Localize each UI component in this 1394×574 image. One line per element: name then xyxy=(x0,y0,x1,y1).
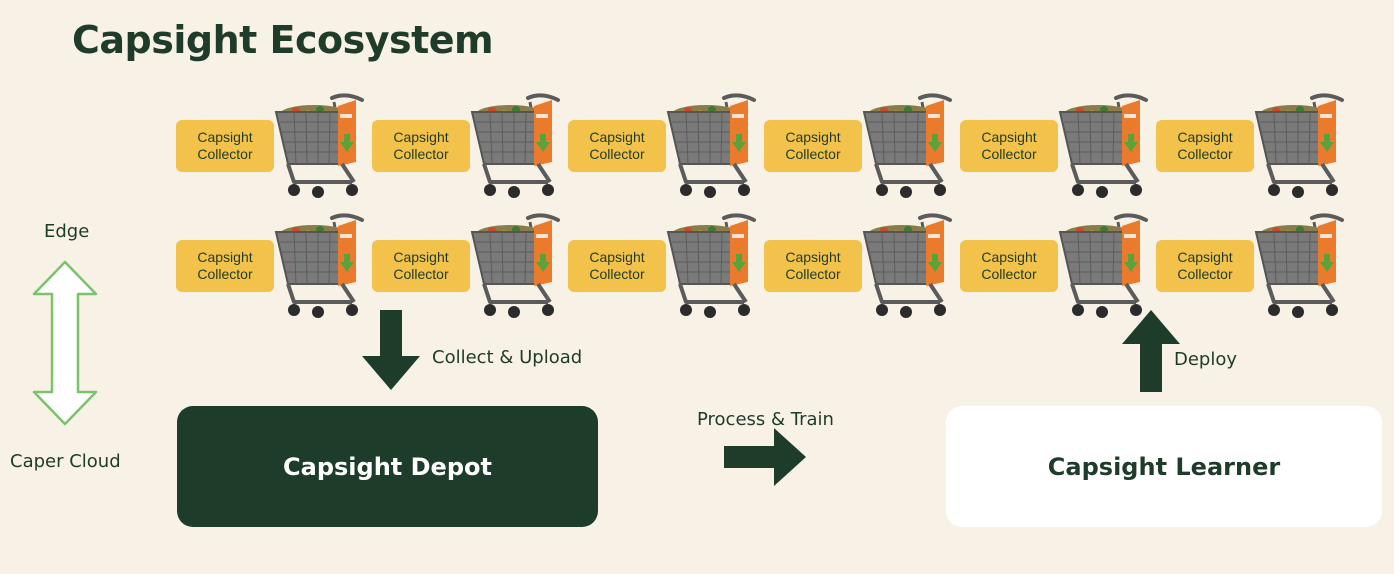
shopping-cart-icon xyxy=(860,92,956,202)
deploy-label: Deploy xyxy=(1174,349,1238,370)
collector-label-line: Capsight xyxy=(785,249,841,265)
shopping-cart-icon xyxy=(664,212,760,322)
arrow-up-icon xyxy=(1122,310,1180,392)
collector-label-line: Collector xyxy=(785,146,841,162)
collector-label-line: Collector xyxy=(981,146,1037,162)
collector-label-line: Capsight xyxy=(589,249,645,265)
collector-label-line: Collector xyxy=(589,146,645,162)
process-train-label: Process & Train xyxy=(697,409,834,430)
collector-label-line: Capsight xyxy=(589,129,645,145)
collector-label-line: Capsight xyxy=(393,129,449,145)
collector-label-line: Capsight xyxy=(393,249,449,265)
shopping-cart-icon xyxy=(1056,212,1152,322)
collector-label-line: Collector xyxy=(1177,266,1233,282)
edge-label: Edge xyxy=(44,221,90,242)
shopping-cart-icon xyxy=(860,212,956,322)
collect-upload-label: Collect & Upload xyxy=(432,347,583,368)
collector-label-line: Capsight xyxy=(1177,249,1233,265)
capsight-depot-label: Capsight Depot xyxy=(283,452,492,481)
collector-label-line: Collector xyxy=(393,266,449,282)
collector-label-line: Collector xyxy=(197,266,253,282)
collector-label-line: Collector xyxy=(589,266,645,282)
collector-label-line: Collector xyxy=(1177,146,1233,162)
shopping-cart-icon xyxy=(468,92,564,202)
collector-label-line: Collector xyxy=(197,146,253,162)
shopping-cart-icon xyxy=(1056,92,1152,202)
capsight-depot-box: Capsight Depot xyxy=(177,406,598,527)
page-title: Capsight Ecosystem xyxy=(72,18,494,62)
collector-label-line: Collector xyxy=(981,266,1037,282)
shopping-cart-icon xyxy=(468,212,564,322)
shopping-cart-icon xyxy=(272,92,368,202)
capsight-learner-box: Capsight Learner xyxy=(946,406,1382,527)
arrow-right-icon xyxy=(724,428,806,486)
collector-label-line: Collector xyxy=(393,146,449,162)
shopping-cart-icon xyxy=(664,92,760,202)
collector-label-line: Capsight xyxy=(981,249,1037,265)
shopping-cart-icon xyxy=(1252,212,1348,322)
collector-label-line: Collector xyxy=(785,266,841,282)
collector-label-line: Capsight xyxy=(785,129,841,145)
capsight-learner-label: Capsight Learner xyxy=(1047,452,1281,481)
caper-cloud-label: Caper Cloud xyxy=(10,451,121,472)
arrow-down-icon xyxy=(362,310,420,390)
collector-label-line: Capsight xyxy=(197,129,253,145)
shopping-cart-icon xyxy=(1252,92,1348,202)
collector-label-line: Capsight xyxy=(197,249,253,265)
collector-label-line: Capsight xyxy=(981,129,1037,145)
collector-label-line: Capsight xyxy=(1177,129,1233,145)
double-arrow-icon xyxy=(32,260,98,426)
shopping-cart-icon xyxy=(272,212,368,322)
